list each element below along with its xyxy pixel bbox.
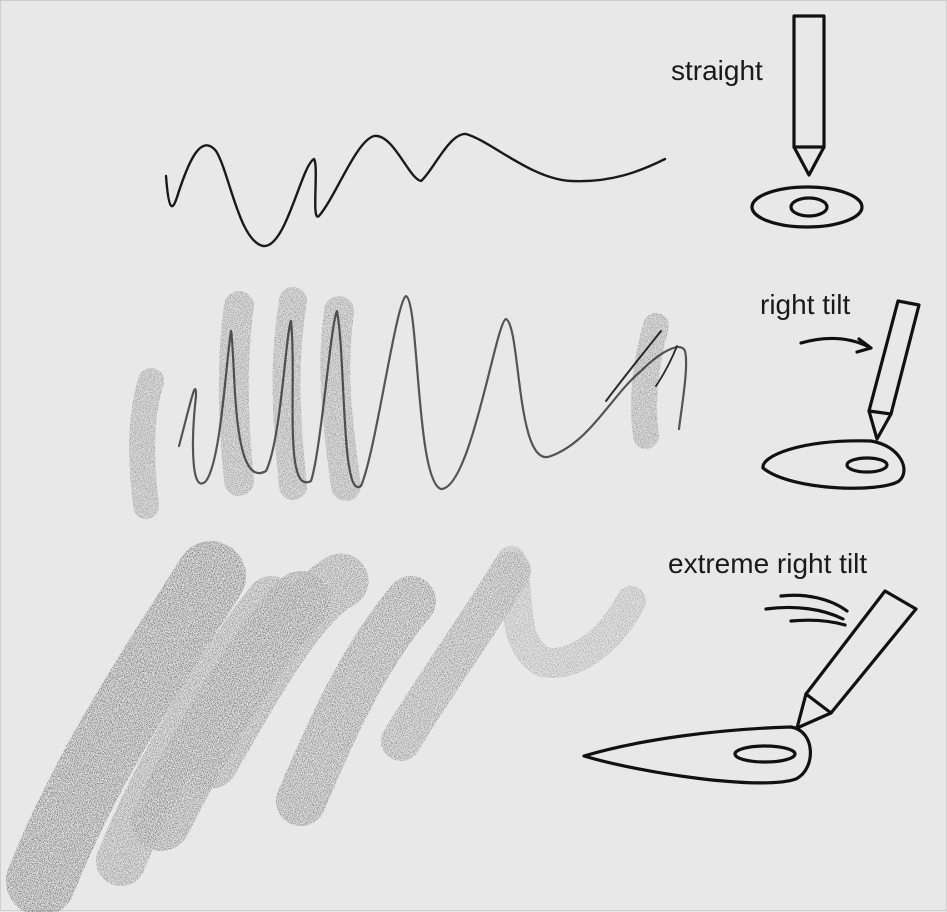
label-straight: straight bbox=[671, 55, 763, 86]
pencil-extreme-tilt-icon bbox=[582, 589, 918, 785]
label-right-tilt: right tilt bbox=[760, 289, 851, 320]
right-tilt-stroke bbox=[129, 287, 688, 519]
straight-stroke bbox=[164, 132, 667, 248]
extreme-right-tilt-stroke bbox=[6, 541, 646, 912]
pencil-tilted-icon bbox=[761, 299, 921, 490]
label-extreme-right-tilt: extreme right tilt bbox=[668, 548, 868, 579]
pencil-upright-icon bbox=[750, 14, 864, 229]
